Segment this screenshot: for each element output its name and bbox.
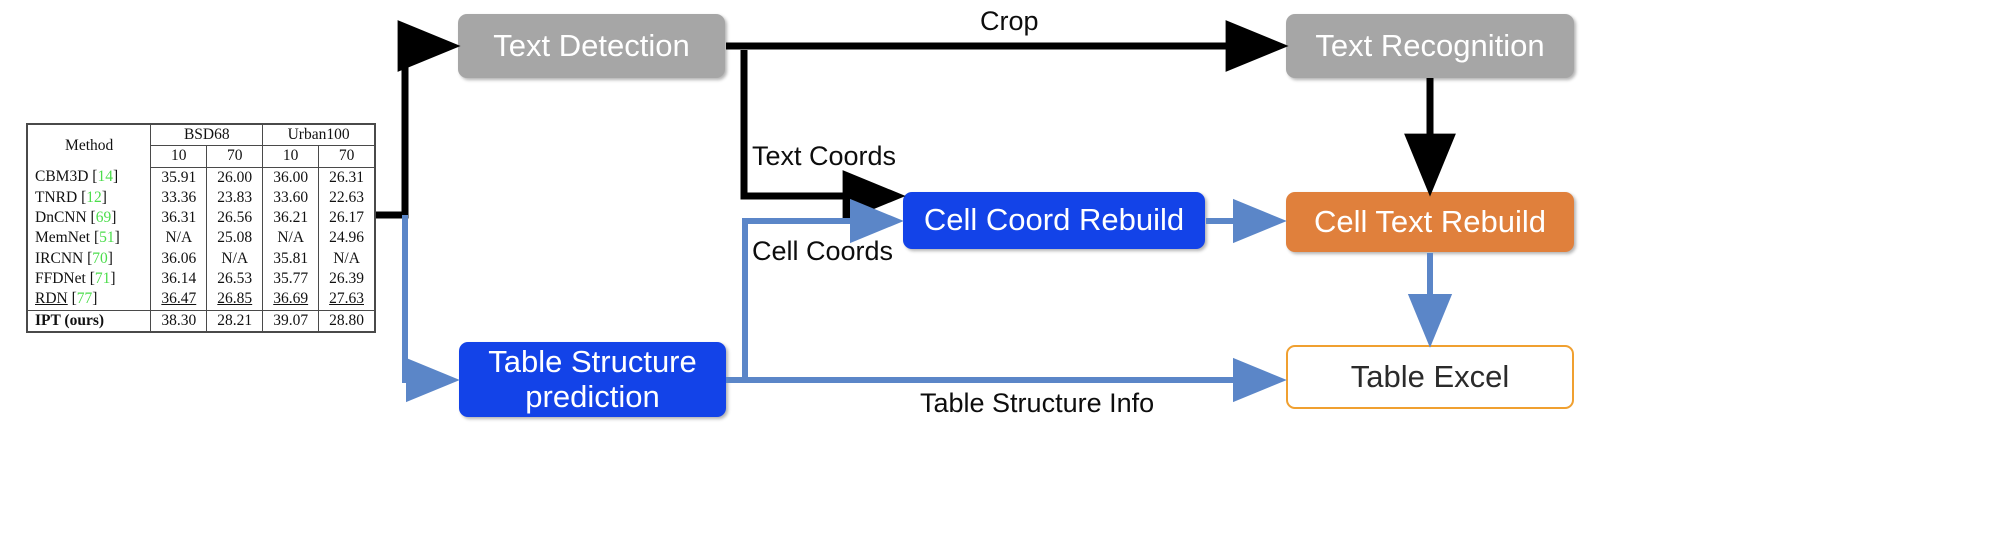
table-cell-value: 26.53 [206,268,264,290]
edge-label-text-coords: Text Coords [752,141,897,171]
table-cell-value: 24.96 [329,229,364,247]
table-cell-method: MemNet [51] [28,228,152,249]
table-cell-method: IRCNN [70] [28,248,152,269]
node-text-detection-label: Text Detection [493,27,690,63]
table-cell-value: 26.39 [329,269,364,287]
table-cell-value: N/A [333,249,360,267]
node-cell-coord-rebuild[interactable]: Cell Coord Rebuild [903,192,1205,249]
table-cell-value: 25.08 [206,228,264,249]
node-text-detection[interactable]: Text Detection [458,14,725,78]
table-cell-value: 36.21 [262,208,320,229]
table-cell-value: 28.80 [318,309,374,331]
edge-label-cell-coords: Cell Coords [752,236,894,266]
table-cell-value: 36.00 [262,167,320,188]
edge-label-table-structure-info: Table Structure Info [920,388,1155,418]
table-cell-value: 36.69 [262,289,320,311]
node-cell-text-rebuild[interactable]: Cell Text Rebuild [1286,192,1574,252]
psnr-table: Method BSD68 Urban100 10 70 10 70 CBM3D … [28,125,374,331]
table-reference: 51 [99,229,115,247]
header-urban100-10: 10 [262,145,320,168]
table-cell-value: 26.56 [206,208,264,229]
node-text-recognition-label: Text Recognition [1315,27,1545,63]
table-cell-value: 39.07 [262,309,320,331]
table-cell-value: 38.30 [150,309,208,331]
table-cell-value: 26.00 [206,167,264,188]
table-reference: 12 [86,188,102,206]
header-group-urban100: Urban100 [262,125,374,147]
node-table-structure-line1: Table Structure [488,343,697,379]
table-cell-value: 33.60 [262,187,320,209]
edge-text-coords-to-cell-coord-rebuild [740,50,906,222]
table-cell-method: TNRD [12] [28,187,152,209]
table-cell-value: 35.81 [262,248,320,269]
header-urban100-70: 70 [318,145,374,168]
table-cell-value: 26.85 [206,289,264,311]
node-table-structure-line2: prediction [525,378,660,414]
table-cell-method: RDN [77] [28,289,152,311]
table-cell-value: 36.47 [150,289,208,311]
table-cell-value: 36.06 [150,248,208,269]
table-cell-method: DnCNN [69] [28,208,152,229]
table-cell-method: FFDNet [71] [28,268,152,290]
table-cell-value: 28.21 [206,309,264,331]
table-cell-value: N/A [262,228,320,249]
node-table-excel-label: Table Excel [1350,358,1510,394]
node-table-structure-prediction-label: Table Structure prediction [488,343,697,414]
header-group-bsd68: BSD68 [150,125,264,147]
table-cell-value: 26.31 [329,168,364,186]
table-header-row-groups: Method BSD68 Urban100 [28,125,374,168]
edge-table-to-text-detection [376,20,461,219]
node-table-structure-prediction[interactable]: Table Structure prediction [459,342,726,417]
node-text-recognition[interactable]: Text Recognition [1286,14,1574,78]
table-cell-method: IPT (ours) [28,309,152,331]
table-reference: 71 [94,269,111,287]
table-cell-value: 23.83 [206,187,264,209]
header-bsd68-10: 10 [150,145,208,168]
table-cell-value: 26.17 [329,209,364,227]
node-cell-text-rebuild-label: Cell Text Rebuild [1313,203,1547,239]
node-table-excel[interactable]: Table Excel [1286,345,1574,409]
table-cell-value: 27.63 [329,290,364,308]
table-reference: 14 [97,168,113,186]
table-cell-method: CBM3D [14] [28,167,152,188]
table-cell-value: 35.91 [150,167,208,188]
table-cell-value: 35.77 [262,268,320,290]
table-reference: 77 [76,290,93,308]
table-cell-value: 36.14 [150,268,208,290]
table-cell-value: 22.63 [329,188,364,206]
table-cell-value: 33.36 [150,187,208,209]
header-method: Method [28,125,152,168]
node-cell-coord-rebuild-label: Cell Coord Rebuild [923,202,1185,238]
table-cell-value: 36.31 [150,208,208,229]
table-cell-value: N/A [206,248,264,269]
edge-label-crop: Crop [980,6,1039,36]
edge-table-to-table-structure-prediction [402,215,460,403]
table-reference: 69 [95,209,112,227]
header-bsd68-70: 70 [206,145,264,168]
table-head: Method BSD68 Urban100 10 70 10 70 [28,125,374,168]
table-cell-value: N/A [150,228,208,249]
table-reference: 70 [92,249,108,267]
source-table-image: Method BSD68 Urban100 10 70 10 70 CBM3D … [26,123,376,333]
table-header-row-sub: 10 70 10 70 [28,145,374,168]
